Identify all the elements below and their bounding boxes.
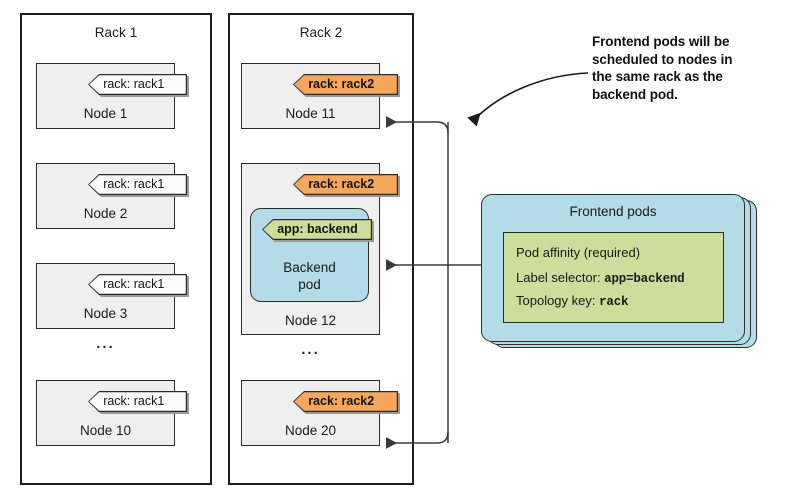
backend-pod-tag: app: backend xyxy=(262,219,374,242)
tag-body: rack: rack1 xyxy=(88,391,187,412)
backend-pod-label-line1: Backend xyxy=(283,260,336,275)
tag-body: rack: rack2 xyxy=(293,74,398,95)
node-tag-node-20: rack: rack2 xyxy=(293,391,400,414)
rack-1-title: Rack 1 xyxy=(94,25,138,40)
rack-2-ellipsis: ... xyxy=(301,341,320,358)
annotation-text: Frontend pods will be scheduled to nodes… xyxy=(592,34,733,102)
spec-label-selector-label: Label selector: xyxy=(516,270,605,285)
node-label: Node 20 xyxy=(284,423,337,438)
rack-1-ellipsis: ... xyxy=(96,335,115,352)
node-tag-node-12: rack: rack2 xyxy=(293,174,400,197)
tag-text: rack: rack1 xyxy=(89,75,186,94)
node-label: Node 10 xyxy=(79,423,132,438)
spec-topology-key-label: Topology key: xyxy=(516,293,600,308)
tag-body: rack: rack1 xyxy=(88,174,187,195)
spec-label-selector-value: app=backend xyxy=(604,272,685,286)
tag-text: rack: rack1 xyxy=(89,392,186,411)
node-label: Node 1 xyxy=(83,106,128,121)
tag-body: rack: rack1 xyxy=(88,74,187,95)
node-label: Node 11 xyxy=(285,106,336,121)
spec-line-affinity: Pod affinity (required) xyxy=(516,245,641,260)
backend-pod-label-line2: pod xyxy=(298,277,321,292)
tag-body: rack: rack2 xyxy=(293,174,398,195)
frontend-pods-title: Frontend pods xyxy=(569,204,657,219)
tag-text: rack: rack2 xyxy=(294,175,397,194)
tag-body: rack: rack1 xyxy=(88,274,187,295)
frontend-pods-spec-box: Pod affinity (required) Label selector: … xyxy=(503,232,724,323)
node-tag-node-10: rack: rack1 xyxy=(88,391,189,414)
tag-text: rack: rack2 xyxy=(294,392,397,411)
node-tag-node-11: rack: rack2 xyxy=(293,74,400,97)
tag-text: app: backend xyxy=(263,220,371,239)
node-label: Node 2 xyxy=(83,206,128,221)
tag-text: rack: rack1 xyxy=(89,175,186,194)
node-tag-node-2: rack: rack1 xyxy=(88,174,189,197)
node-tag-node-1: rack: rack1 xyxy=(88,74,189,97)
node-label: Node 3 xyxy=(83,306,128,321)
backend-pod-label: Backend pod xyxy=(251,259,368,293)
spec-topology-key-value: rack xyxy=(599,295,629,309)
node-label: Node 12 xyxy=(284,313,337,328)
tag-text: rack: rack2 xyxy=(294,75,397,94)
spec-line-topology-key: Topology key: rack xyxy=(516,290,711,313)
tag-body: app: backend xyxy=(262,219,372,240)
spec-line-label-selector: Label selector: app=backend xyxy=(516,267,711,290)
rack-2-title: Rack 2 xyxy=(299,25,343,40)
tag-text: rack: rack1 xyxy=(89,275,186,294)
tag-body: rack: rack2 xyxy=(293,391,398,412)
node-tag-node-3: rack: rack1 xyxy=(88,274,189,297)
